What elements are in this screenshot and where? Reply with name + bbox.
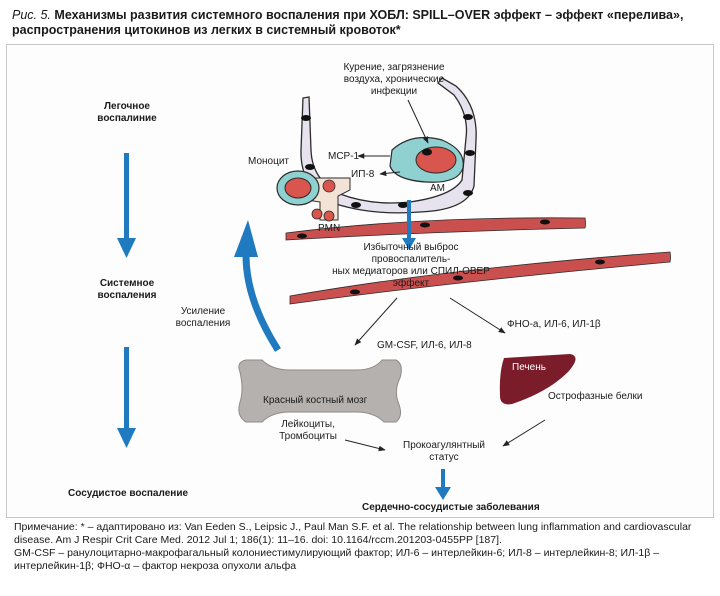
acute-phase-label: Острофазные белки [548,391,643,402]
monocyte-cell [276,170,320,206]
airway [300,77,477,214]
figure-title-line1: Механизмы развития системного воспаления… [54,8,684,22]
procoagulant-line2: статус [429,452,459,463]
overflow-line2: ных медиаторов или СПИЛ-ОВЕР [332,266,490,277]
stage-arrow-systemic-to-vascular [117,347,136,448]
figure-title: Рис. 5. Механизмы развития системного во… [12,8,712,38]
stage-lung-line2: воспалиние [97,113,157,124]
stage-vascular-label: Сосудистое воспаление [68,488,189,499]
amplification-line1: Усиление [180,306,226,317]
stage-systemic-label: Системное воспаления [90,278,164,302]
blood-vessel-upper [285,217,586,241]
overflow-line1: Избыточный выброс провоспалитель- [363,242,459,265]
bone-marrow-shape [238,359,402,423]
abbreviations-note: GM-CSF – ранулоцитарно-макрофагальный ко… [14,547,660,572]
blood-vessel-lower [289,251,671,305]
stage-systemic-line2: воспаления [97,290,157,301]
connector-arrows [344,99,546,452]
liver-shape [499,354,576,405]
cvd-label: Сердечно-сосудистые заболевания [362,502,540,513]
amplification-arrow [234,220,281,352]
am-label: АМ [430,183,445,194]
stage-systemic-line1: Системное [99,278,155,289]
marrow-cytokines-label: GM-CSF, ИЛ-6, ИЛ-8 [377,340,472,351]
mcp1-label: MCP-1 [328,151,360,162]
stage-arrow-lung-to-systemic [117,153,136,258]
stage-lung-label: Легочное воспалиние [90,101,164,125]
liver-label: Печень [512,362,546,373]
cvd-arrow [435,469,451,500]
figure-title-line2: распространения цитокинов из легких в си… [12,23,401,37]
figure-prefix: Рис. 5. [12,8,51,22]
triggers-line1: Курение, загрязнение [343,62,445,73]
triggers-label: Курение, загрязнение воздуха, хронически… [330,62,458,98]
il8-cell-label: ИП-8 [351,169,375,180]
procoagulant-label: Прокоагулянтный статус [398,440,490,464]
procoagulant-line1: Прокоагулянтный [403,440,485,451]
bone-marrow-label: Красный костный мозг [263,395,368,406]
overflow-label: Избыточный выброс провоспалитель- ных ме… [328,242,494,290]
stage-lung-line1: Легочное [104,101,150,112]
triggers-line2: воздуха, хронические [343,74,445,85]
overflow-line3: эффект [392,278,430,289]
triggers-line3: инфекции [370,86,418,97]
liver-cytokines-label: ФНО-а, ИЛ-6, ИЛ-1β [507,319,601,330]
source-note: Примечание: * – адаптировано из: Van Eed… [14,521,692,546]
amplification-line2: воспаления [175,318,231,329]
leukocytes-line2: Тромбоциты [279,431,337,442]
footnotes: Примечание: * – адаптировано из: Van Eed… [14,521,714,573]
leukocytes-line1: Лейкоциты, [281,419,335,430]
amplification-label: Усиление воспаления [170,306,236,330]
leukocytes-label: Лейкоциты, Тромбоциты [268,419,348,443]
alveolar-macrophage [389,137,464,183]
overflow-arrow [402,200,416,250]
pmn-label: PMN [318,223,341,234]
monocyte-label: Моноцит [248,156,289,167]
